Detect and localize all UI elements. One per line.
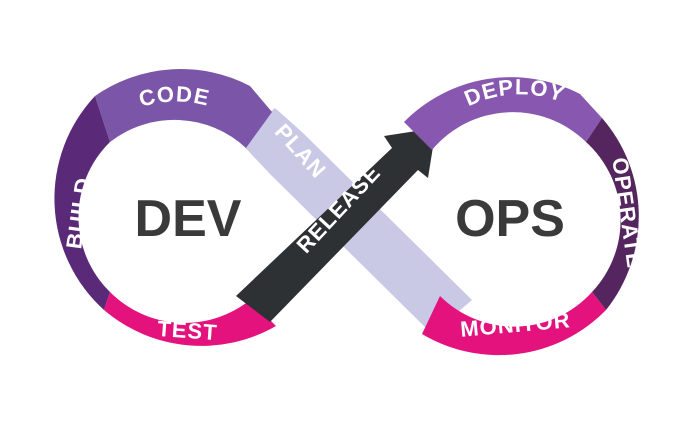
code-segment: CODE [95,69,272,148]
operate-label: OPERATE [607,156,647,270]
deploy-band [404,77,602,150]
test-band [104,292,276,346]
monitor-band [422,292,606,356]
ops-title: OPS [455,190,565,248]
operate-segment: OPERATE [586,118,648,310]
test-segment: TEST [104,292,276,346]
test-label: TEST [157,316,219,345]
build-segment: BUILD [54,96,110,310]
release-band [236,128,436,322]
build-band [54,96,110,310]
deploy-segment: DEPLOY [404,74,602,150]
dev-title: DEV [135,190,242,248]
code-band [95,69,272,148]
monitor-segment: MONITOR [422,292,606,356]
operate-band [586,118,639,310]
